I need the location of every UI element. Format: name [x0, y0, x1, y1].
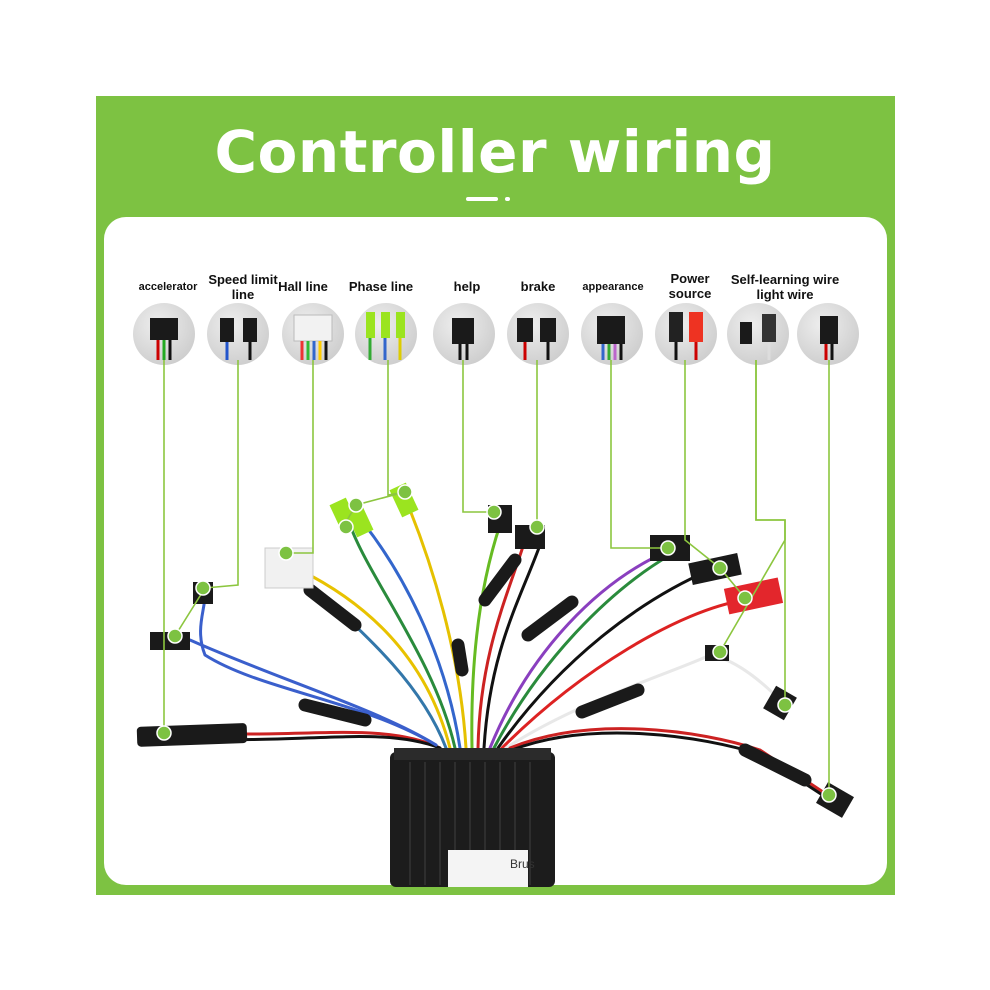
- dot-phase-2: [348, 497, 364, 513]
- leader-hall: [286, 360, 314, 554]
- page-title: Controller wiring: [214, 118, 776, 186]
- wire-appearance-purple: [488, 548, 672, 750]
- label-help: help: [453, 279, 481, 294]
- controller-sticker: [448, 850, 528, 887]
- leader-appearance: [610, 360, 668, 549]
- self-learning-connector-thumb: [727, 303, 789, 365]
- plug-power-red: [723, 577, 784, 615]
- wire-speed-blue: [199, 593, 438, 747]
- wire-speed-blue-2: [188, 638, 438, 747]
- wire-phase-blue: [363, 523, 462, 750]
- dot-hall: [278, 545, 294, 561]
- label-phase-line: Phase line: [348, 279, 414, 294]
- sleeve-brake: [478, 553, 522, 607]
- speed-limit-connector-thumb: [207, 303, 269, 365]
- dot-power-1: [712, 560, 728, 576]
- plug-accelerator: [136, 723, 248, 747]
- label-power-source: Power source: [668, 271, 712, 301]
- leader-lines: [163, 360, 830, 795]
- marker-dots: [156, 484, 837, 803]
- label-speed-limit-line: Speed limit line: [208, 272, 278, 302]
- leader-self-learning: [755, 360, 786, 705]
- dot-phase-1: [338, 519, 354, 535]
- leader-self-learning-2: [719, 360, 786, 653]
- title-underline-dot: [505, 197, 510, 201]
- wire-self-learning-white: [504, 653, 782, 750]
- dot-brake: [529, 519, 545, 535]
- dot-power-2: [737, 590, 753, 606]
- wire-power-black: [496, 568, 712, 750]
- sleeve-appearance: [521, 595, 579, 642]
- dot-speed-2: [195, 580, 211, 596]
- label-appearance: appearance: [582, 281, 644, 293]
- label-hall-line: Hall line: [278, 279, 328, 294]
- wire-phase-green: [348, 523, 457, 750]
- dot-light: [821, 787, 837, 803]
- leader-help: [462, 360, 494, 513]
- plug-phase-3: [389, 482, 419, 518]
- wire-phase-yellow: [408, 508, 468, 750]
- dot-accelerator: [156, 725, 172, 741]
- wire-sleeves: [298, 553, 812, 787]
- plug-light: [816, 782, 854, 818]
- leader-power: [684, 360, 746, 599]
- title-underline: [466, 197, 498, 201]
- wire-light-black: [510, 731, 840, 807]
- sleeve-self-learning: [575, 683, 645, 719]
- dot-self-learning-2: [777, 697, 793, 713]
- label-self-learning-wire: Self-learning wire: [730, 272, 840, 287]
- sleeve-hall: [303, 583, 362, 632]
- dot-phase-3: [397, 484, 413, 500]
- power-connector-thumb: [655, 303, 717, 365]
- wire-brake-black: [482, 543, 542, 750]
- sleeve-help: [451, 638, 469, 677]
- dot-self-learning-1: [712, 644, 728, 660]
- leader-speed-limit: [174, 360, 239, 637]
- sleeve-accelerator: [298, 698, 372, 727]
- wire-hall-yellow: [298, 568, 452, 750]
- wire-power-red: [500, 598, 747, 750]
- wire-appearance-green: [492, 553, 672, 750]
- controller-sticker-text: Brus: [510, 857, 535, 871]
- controller-box: Brus: [390, 748, 555, 887]
- wire-help: [470, 523, 502, 750]
- label-accelerator: accelerator: [138, 281, 198, 293]
- label-light-wire: light wire: [756, 287, 814, 302]
- dot-speed-1: [167, 628, 183, 644]
- label-brake: brake: [520, 279, 556, 294]
- sleeve-light: [738, 743, 812, 787]
- dot-appearance: [660, 540, 676, 556]
- dot-help: [486, 504, 502, 520]
- connector-thumb-details: [150, 312, 838, 360]
